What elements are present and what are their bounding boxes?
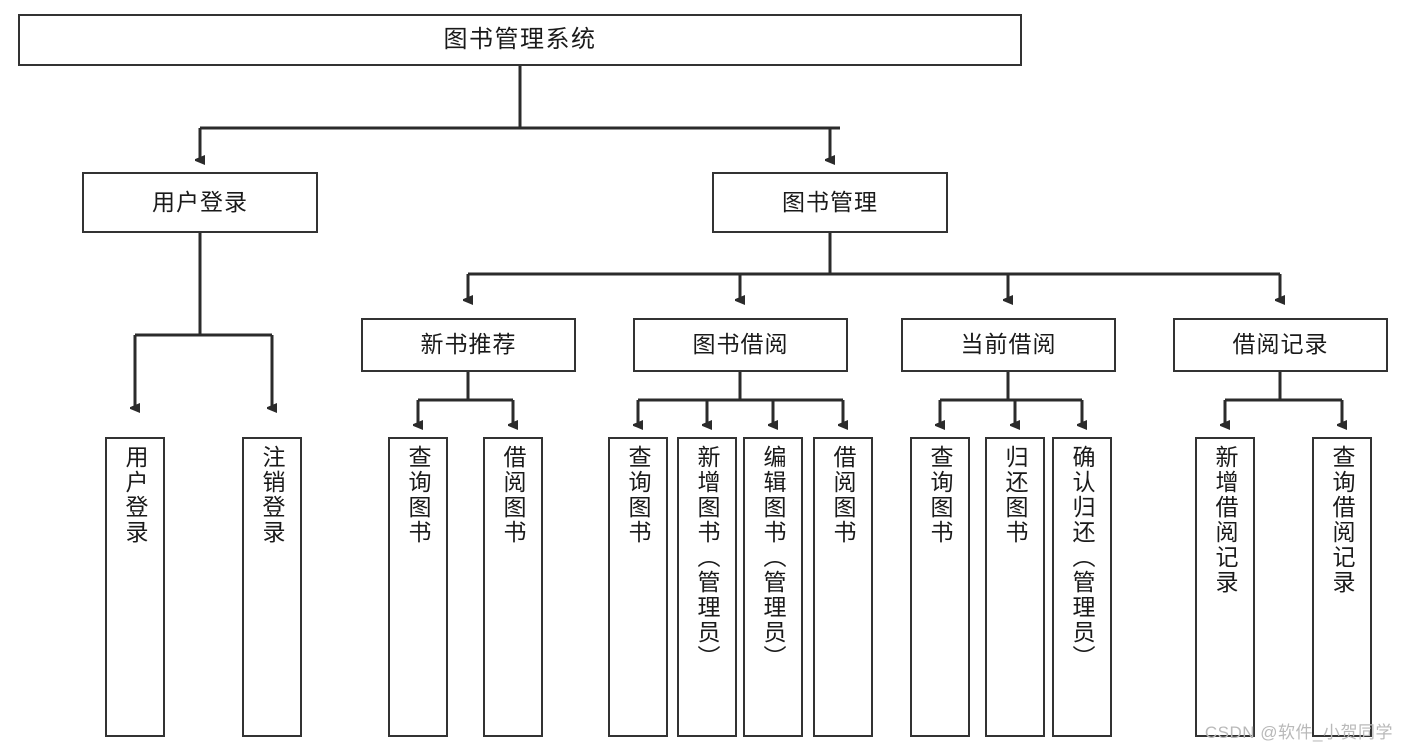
node-current-borrow[interactable]: 当前借阅	[901, 318, 1116, 372]
node-leaf-edit-book[interactable]: 编辑图书（管理员）	[743, 437, 803, 737]
node-leaf-return-book[interactable]: 归还图书	[985, 437, 1045, 737]
node-leaf-borrow-book-2[interactable]: 借阅图书	[813, 437, 873, 737]
node-root[interactable]: 图书管理系统	[18, 14, 1022, 66]
node-leaf-add-record-label: 新增借阅记录	[1212, 445, 1239, 595]
node-leaf-borrow-book-1[interactable]: 借阅图书	[483, 437, 543, 737]
node-new-book-rec-label: 新书推荐	[420, 331, 517, 358]
node-new-book-rec[interactable]: 新书推荐	[361, 318, 576, 372]
node-borrow-record[interactable]: 借阅记录	[1173, 318, 1388, 372]
node-current-borrow-label: 当前借阅	[960, 331, 1057, 358]
node-leaf-query-book-1-label: 查询图书	[405, 445, 432, 545]
node-leaf-user-login-label: 用户登录	[122, 445, 149, 545]
node-leaf-borrow-book-1-label: 借阅图书	[500, 445, 527, 545]
node-leaf-add-book-label: 新增图书（管理员）	[694, 445, 721, 670]
node-borrow-record-label: 借阅记录	[1232, 331, 1329, 358]
node-leaf-query-book-3-label: 查询图书	[927, 445, 954, 545]
node-leaf-add-record[interactable]: 新增借阅记录	[1195, 437, 1255, 737]
node-leaf-query-book-2[interactable]: 查询图书	[608, 437, 668, 737]
node-book-borrow-label: 图书借阅	[692, 331, 789, 358]
node-leaf-query-record[interactable]: 查询借阅记录	[1312, 437, 1372, 737]
node-user-login[interactable]: 用户登录	[82, 172, 318, 233]
node-book-manage[interactable]: 图书管理	[712, 172, 948, 233]
node-leaf-query-book-2-label: 查询图书	[625, 445, 652, 545]
node-leaf-query-book-3[interactable]: 查询图书	[910, 437, 970, 737]
node-leaf-confirm-return-label: 确认归还（管理员）	[1069, 445, 1096, 670]
node-leaf-return-book-label: 归还图书	[1002, 445, 1029, 545]
node-book-borrow[interactable]: 图书借阅	[633, 318, 848, 372]
node-leaf-logout-label: 注销登录	[259, 445, 286, 545]
node-leaf-logout[interactable]: 注销登录	[242, 437, 302, 737]
node-leaf-borrow-book-2-label: 借阅图书	[830, 445, 857, 545]
node-leaf-add-book[interactable]: 新增图书（管理员）	[677, 437, 737, 737]
node-book-manage-label: 图书管理	[782, 188, 878, 215]
node-leaf-query-record-label: 查询借阅记录	[1329, 445, 1356, 595]
node-leaf-edit-book-label: 编辑图书（管理员）	[760, 445, 787, 670]
node-root-label: 图书管理系统	[443, 25, 597, 53]
node-leaf-user-login[interactable]: 用户登录	[105, 437, 165, 737]
node-user-login-label: 用户登录	[152, 188, 248, 215]
node-leaf-query-book-1[interactable]: 查询图书	[388, 437, 448, 737]
node-leaf-confirm-return[interactable]: 确认归还（管理员）	[1052, 437, 1112, 737]
